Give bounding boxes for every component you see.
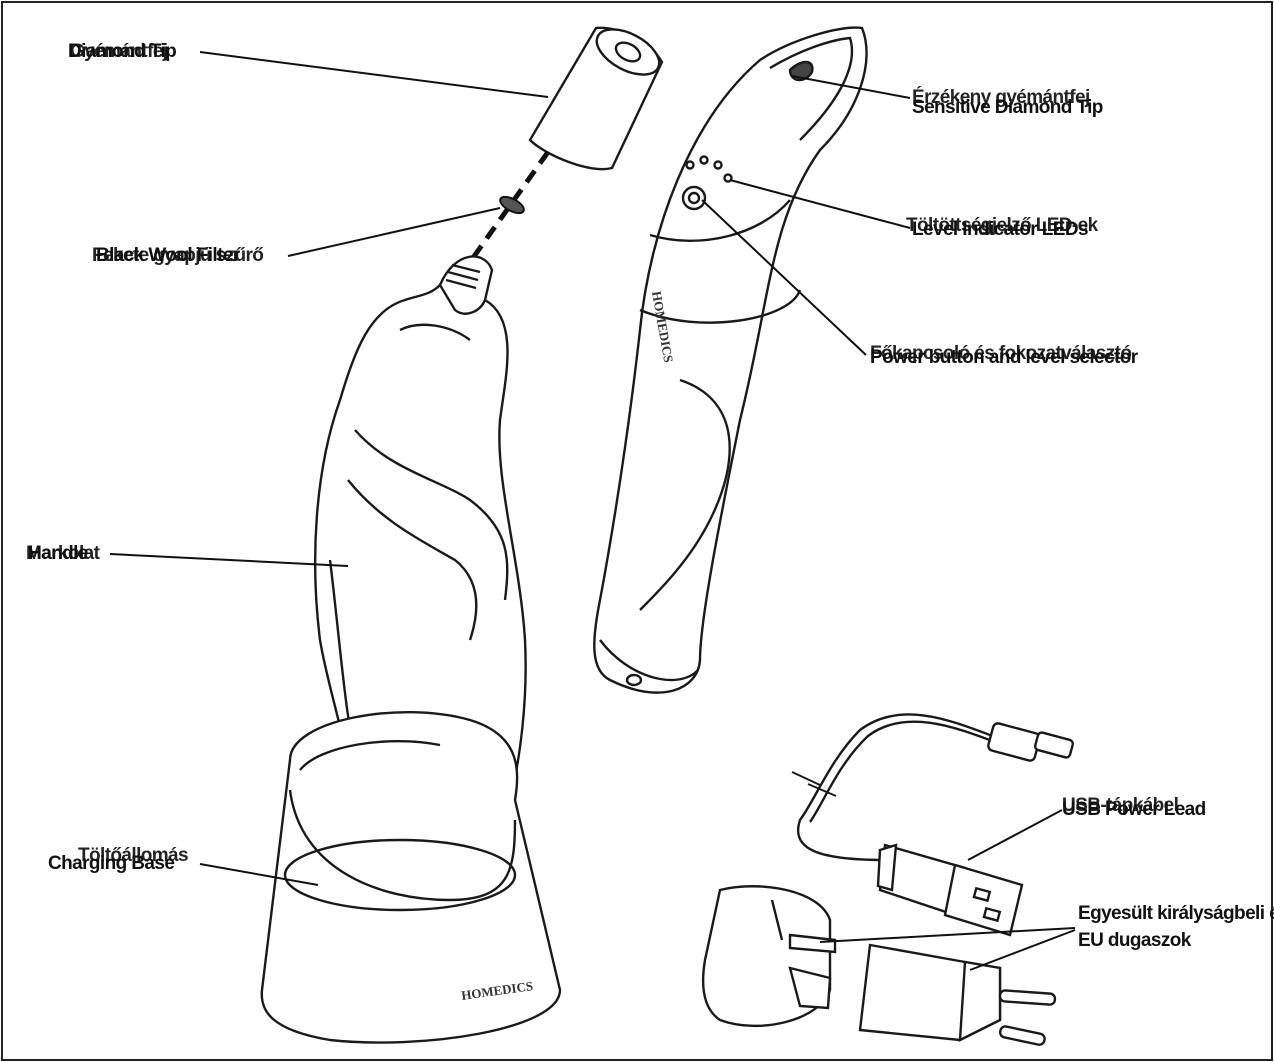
leader-lines: [109, 51, 1076, 971]
handle-label-hu: Markolat: [26, 543, 100, 564]
sensitive-tip-label-hu: Érzékeny gyémántfej: [912, 87, 1090, 108]
diamond-tip-label-hu: Gyémántfej: [70, 41, 168, 62]
eu-plug-illustration: [858, 943, 1057, 1046]
charging-base-label-en: Charging Base: [48, 853, 175, 874]
power-button-label-hu: Főkapcsoló és fokozatválasztó: [870, 343, 1132, 364]
filter-disc-illustration: [499, 195, 525, 215]
charging-base-label-hu: Töltőállomás: [78, 845, 189, 866]
usb-cable-illustration: [791, 713, 1075, 937]
usb-lead-label-en: USB Power Lead: [1062, 799, 1206, 820]
diamond-tip-label-en: Diamond Tip: [68, 41, 177, 62]
sensitive-tip-label-en: Sensitive Diamond Tip: [912, 97, 1103, 118]
level-leds-label-en: Level Indicator LEDs: [912, 219, 1089, 240]
diamond-tip-illustration: [528, 26, 664, 171]
usb-lead-label-hu: USB-tápkábel: [1062, 795, 1179, 816]
handle-label-en: Handle: [28, 543, 88, 564]
uk-plug-illustration: [701, 885, 837, 1028]
plugs-label: Egyesült királyságbeli és EU dugaszok: [1078, 903, 1274, 951]
power-button-label-en: Power button and level selector: [870, 347, 1138, 368]
level-leds-label-hu: Töltöttségjelző LED-ek: [906, 215, 1098, 236]
filter-label-en: Black Wool Filter: [96, 245, 240, 266]
sensitive-device-illustration: [593, 26, 868, 694]
charging-base-illustration: [260, 710, 562, 1044]
filter-label-hu: Fekete gyapjú szűrő: [92, 245, 264, 266]
